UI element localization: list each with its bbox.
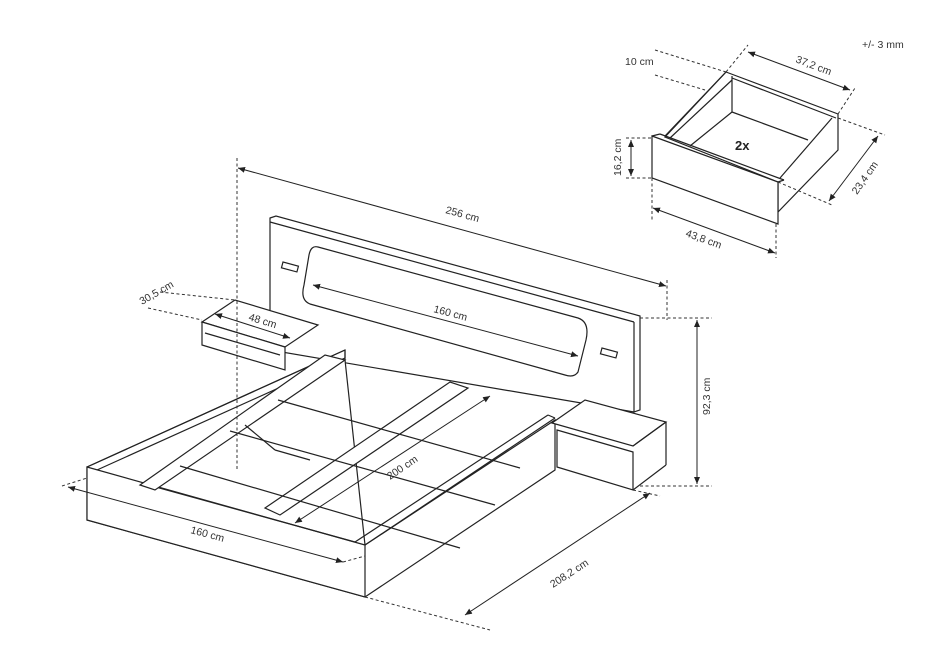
drawer-offset-label: 10 cm xyxy=(625,56,654,68)
drawer-drawing xyxy=(651,71,839,225)
drawer-quantity: 2x xyxy=(735,138,750,153)
headboard-height-label: 92,3 cm xyxy=(701,377,713,415)
total-width-label: 256 cm xyxy=(444,204,481,225)
nightstand-height-label: 30,5 cm xyxy=(138,278,177,307)
drawer-depth-label: 23,4 cm xyxy=(850,159,881,197)
total-length-label: 208,2 cm xyxy=(548,557,591,591)
drawer-inner-width-label: 37,2 cm xyxy=(794,54,833,79)
drawer-front-width-label: 43,8 cm xyxy=(684,228,723,252)
mattress-length-label: 200 cm xyxy=(385,453,420,482)
tolerance-label: +/- 3 mm xyxy=(862,39,904,51)
drawer-height-label: 16,2 cm xyxy=(612,138,624,176)
